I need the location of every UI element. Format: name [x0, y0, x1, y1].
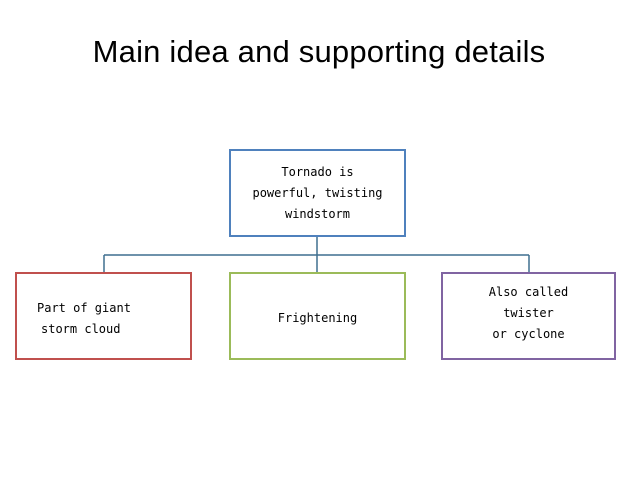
detail-left-line-1: Part of giant: [37, 301, 131, 315]
detail-right-line-3: or cyclone: [492, 326, 565, 341]
detail-right-line-1: Also called: [488, 284, 569, 299]
main-idea-line-1: Tornado is: [281, 164, 354, 179]
detail-right-line-2: twister: [503, 305, 554, 320]
detail-box-middle: Frightening: [229, 272, 406, 360]
slide-title: Main idea and supporting details: [92, 34, 546, 69]
main-idea-line-3: windstorm: [284, 206, 351, 221]
tree-connectors: [103, 237, 530, 272]
main-idea-box: Tornado is powerful, twisting windstorm: [229, 149, 406, 237]
detail-left-line-2: storm cloud: [41, 322, 121, 336]
detail-box-right: Also called twister or cyclone: [441, 272, 616, 360]
detail-box-left: Part of giant storm cloud: [15, 272, 192, 360]
detail-middle-line-1: Frightening: [277, 310, 358, 325]
main-idea-line-2: powerful, twisting: [252, 185, 383, 200]
